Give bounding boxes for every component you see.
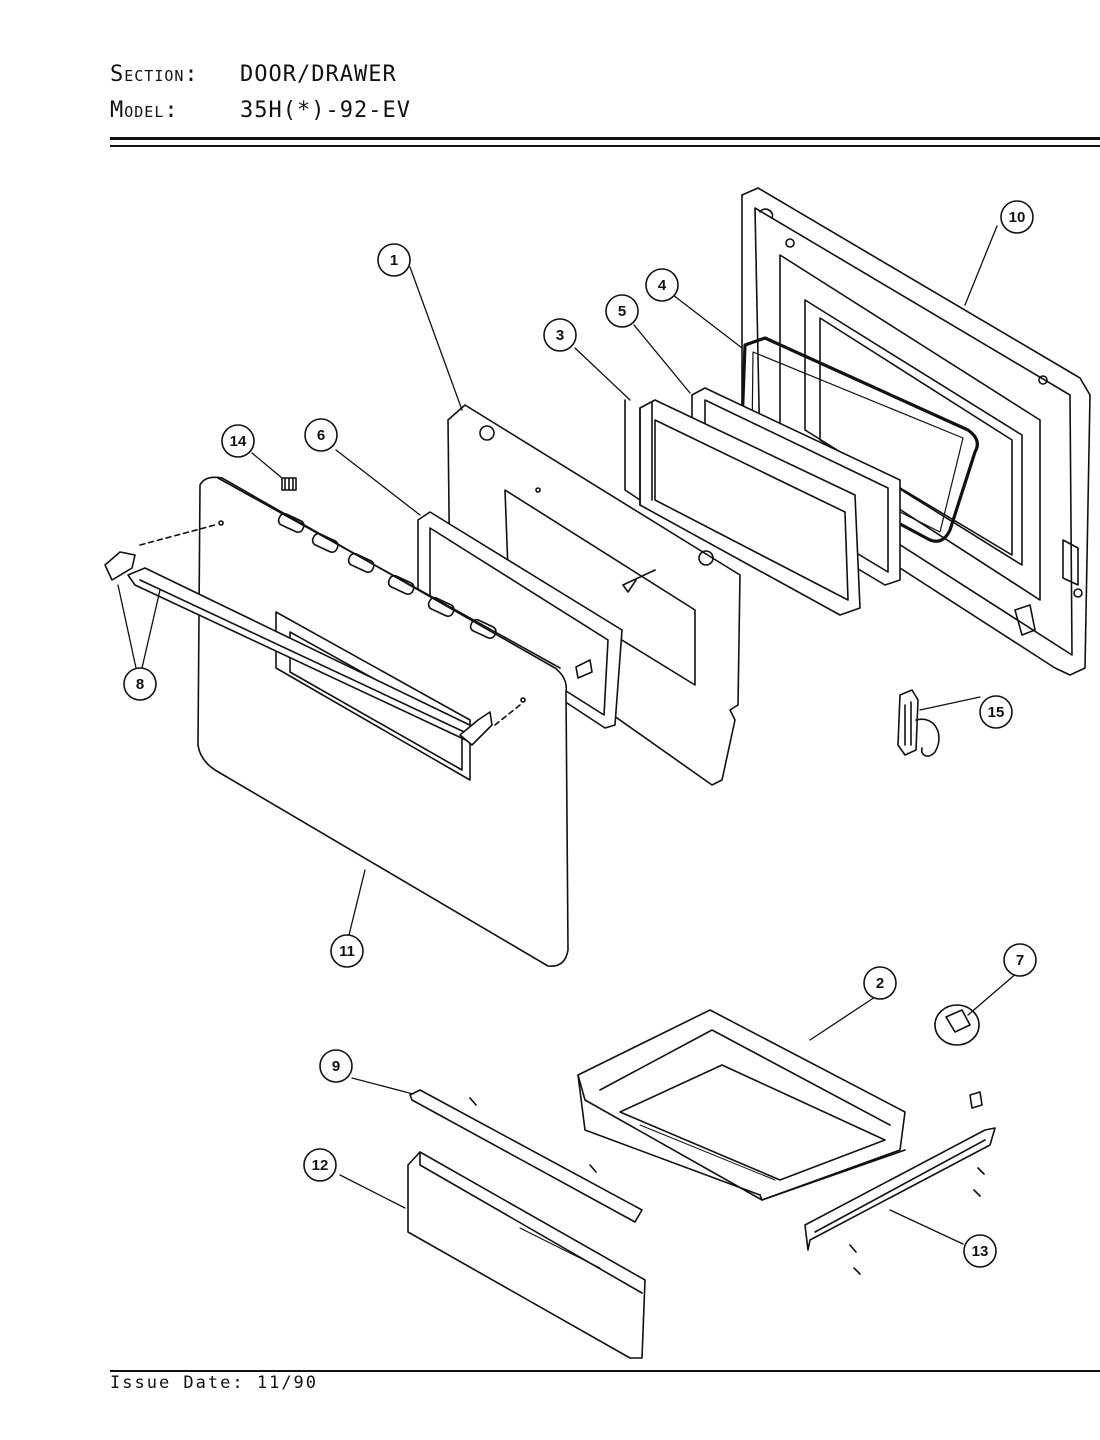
callout-6: 6 xyxy=(304,418,338,452)
callout-3: 3 xyxy=(543,318,577,352)
svg-text:11: 11 xyxy=(339,943,355,960)
drawer-front-support-part xyxy=(409,1089,643,1223)
svg-text:7: 7 xyxy=(1016,952,1024,969)
section-header: Section: DOOR/DRAWER xyxy=(110,62,397,87)
handle-part xyxy=(104,524,521,746)
callout-12: 12 xyxy=(303,1148,337,1182)
model-header: Model: 35H(*)-92-EV xyxy=(110,98,411,123)
callout-9: 9 xyxy=(319,1049,353,1083)
issue-date-label: Issue Date: xyxy=(110,1373,245,1393)
svg-text:2: 2 xyxy=(876,975,884,992)
outer-door-panel-part xyxy=(197,476,569,967)
svg-text:1: 1 xyxy=(390,252,398,269)
drawer-body-part xyxy=(577,1009,906,1201)
svg-text:9: 9 xyxy=(332,1058,340,1075)
footer-rule xyxy=(110,1370,1100,1372)
callout-4: 4 xyxy=(645,268,679,302)
svg-text:8: 8 xyxy=(136,676,144,693)
inner-door-panel-part xyxy=(447,404,741,786)
drawer-roller-part xyxy=(934,1004,983,1109)
svg-text:4: 4 xyxy=(658,277,667,294)
model-value: 35H(*)-92-EV xyxy=(240,98,411,123)
svg-text:15: 15 xyxy=(988,704,1005,721)
svg-text:5: 5 xyxy=(618,303,626,320)
callout-labels: 1 2 3 4 5 6 7 8 9 10 11 12 13 14 15 xyxy=(123,200,1037,1268)
issue-date: Issue Date: 11/90 xyxy=(110,1373,318,1393)
door-screw-part xyxy=(281,477,593,679)
svg-text:3: 3 xyxy=(556,327,564,344)
header-rule-top xyxy=(110,137,1100,140)
callout-7: 7 xyxy=(1003,943,1037,977)
callout-10: 10 xyxy=(1000,200,1034,234)
callout-5: 5 xyxy=(605,294,639,328)
callout-2: 2 xyxy=(863,966,897,1000)
svg-text:14: 14 xyxy=(230,433,247,450)
door-hinge-part xyxy=(897,689,940,757)
callout-15: 15 xyxy=(979,695,1013,729)
callout-8: 8 xyxy=(123,667,157,701)
issue-date-value: 11/90 xyxy=(256,1373,319,1393)
glass-pack-frame-part xyxy=(624,399,861,616)
svg-text:6: 6 xyxy=(317,427,325,444)
section-label: Section: xyxy=(110,62,199,87)
callout-1: 1 xyxy=(377,243,411,277)
svg-text:10: 10 xyxy=(1009,209,1026,226)
header-rule-bottom xyxy=(110,145,1100,147)
door-liner-part xyxy=(741,187,1091,676)
leader-lines xyxy=(117,225,1019,1245)
drawer-front-panel-part xyxy=(407,1151,646,1359)
section-value: DOOR/DRAWER xyxy=(240,62,397,87)
callout-13: 13 xyxy=(963,1234,997,1268)
svg-text:13: 13 xyxy=(972,1243,989,1260)
svg-text:12: 12 xyxy=(312,1157,329,1174)
callout-11: 11 xyxy=(330,934,364,968)
model-label: Model: xyxy=(110,98,179,123)
callout-14: 14 xyxy=(221,424,255,458)
drawer-slide-rail-part xyxy=(804,1127,996,1275)
